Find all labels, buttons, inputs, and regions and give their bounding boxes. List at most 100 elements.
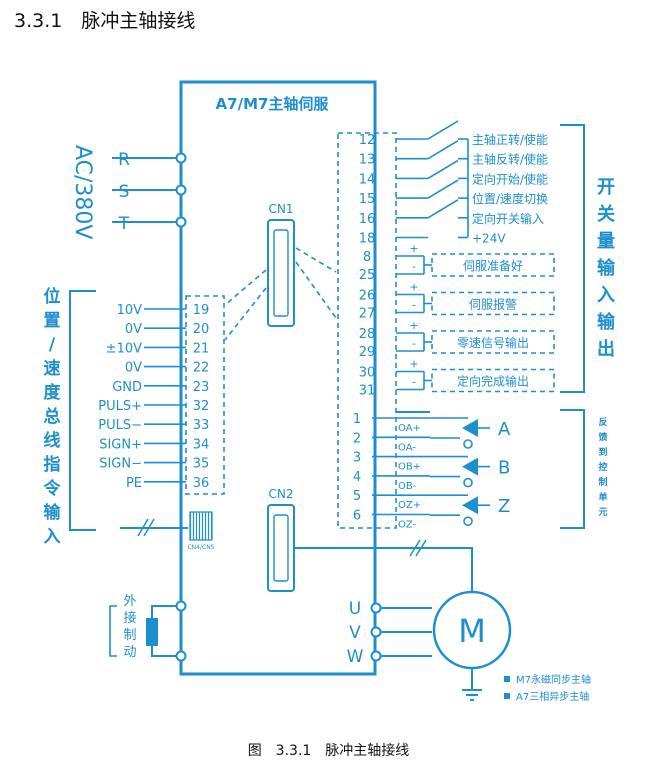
switch-input-label: 主轴反转/使能 <box>472 152 548 167</box>
feedback-pin-number: 5 <box>353 489 361 504</box>
power-terminal-r: R <box>118 150 130 170</box>
analog-pin-number: 35 <box>193 457 210 472</box>
legend-m7-text: M7永磁同步主轴 <box>516 673 591 686</box>
analog-group-label: 指 <box>44 454 61 475</box>
drive-title: A7/M7主轴伺服 <box>216 95 330 113</box>
analog-pin-number: 36 <box>193 476 210 491</box>
analog-group-label: 线 <box>44 430 61 451</box>
feedback-terminal-circle <box>463 477 473 488</box>
analog-group-label: 度 <box>44 382 62 403</box>
switch-input-label: 定向开始/使能 <box>472 171 548 186</box>
feedback-channel-a: A <box>498 419 511 440</box>
switch-contact <box>427 199 459 219</box>
output-minus-sign: - <box>412 260 416 273</box>
feedback-pin-number: 4 <box>353 470 361 485</box>
analog-signal-name: PULS− <box>98 418 142 433</box>
switch-input-label: 位置/速度切换 <box>472 191 548 206</box>
output-plus-sign: + <box>409 242 418 255</box>
analog-pin-number: 22 <box>193 361 210 376</box>
legend-a7-text: A7三相异步主轴 <box>516 690 589 703</box>
analog-signal-name: SIGN− <box>99 457 142 472</box>
cn2-connector <box>267 504 295 592</box>
line-driver-triangle <box>462 419 478 437</box>
feedback-signal-label: OZ+ <box>398 500 421 511</box>
motor-letter: M <box>458 612 486 650</box>
analog-pin-number: 23 <box>193 380 210 395</box>
feedback-pin-number: 2 <box>353 431 361 446</box>
analog-group-label: 位 <box>44 286 61 307</box>
io-terminal-block <box>337 132 397 529</box>
feedback-signal-label: OB+ <box>398 462 421 473</box>
io-group-label: 输 <box>597 311 616 333</box>
analog-group-label: 置 <box>44 311 61 331</box>
analog-pin-number: 32 <box>193 399 210 414</box>
switch-input-label: +24V <box>472 232 506 246</box>
switch-pin-number: 18 <box>359 232 376 247</box>
feedback-group-label: 元 <box>598 507 607 518</box>
analog-group-label: 输 <box>44 502 62 523</box>
output-pin-number: 26 <box>359 289 376 304</box>
analog-signal-name: GND <box>112 380 142 395</box>
cn4-cn5-connector <box>189 511 213 541</box>
feedback-signal-label: OA+ <box>398 423 421 434</box>
feedback-channel-b: B <box>498 458 510 479</box>
analog-signal-name: 0V <box>125 361 142 376</box>
output-signal-label: 伺服准备好 <box>463 259 523 273</box>
brake-label: 外 <box>123 594 136 609</box>
analog-group-label: / <box>49 335 56 355</box>
analog-pin-number: 34 <box>193 437 210 452</box>
analog-pin-number: 20 <box>193 322 210 337</box>
output-pin-number: 29 <box>359 345 376 360</box>
switch-pin-number: 14 <box>359 172 376 187</box>
output-pin-number: 25 <box>359 268 376 283</box>
power-terminal-t: T <box>118 214 130 234</box>
cn1-label: CN1 <box>269 202 294 216</box>
analog-signal-name: SIGN+ <box>99 437 142 452</box>
brake-resistor <box>146 618 158 646</box>
motor-terminal-w: W <box>347 647 364 667</box>
feedback-group-label: 反 <box>598 416 607 428</box>
output-pin-number: 30 <box>359 366 376 381</box>
power-terminal-s: S <box>119 182 130 202</box>
feedback-signal-label: OZ- <box>398 520 417 531</box>
feedback-group-label: 馈 <box>598 431 607 443</box>
feedback-group-label: 控 <box>598 461 607 473</box>
analog-pin-number: 19 <box>193 303 210 318</box>
output-plus-sign: + <box>409 358 418 371</box>
section-heading: 3.3.1 脉冲主轴接线 <box>14 10 196 32</box>
feedback-signal-label: OA- <box>398 442 416 453</box>
output-pin-number: 8 <box>363 250 371 265</box>
servo-drive-box <box>179 80 377 676</box>
cn4-cn5-label: CN4/CN5 <box>187 544 214 551</box>
analog-signal-name: PE <box>126 476 142 491</box>
feedback-terminal-circle <box>463 439 473 449</box>
legend-marker-a7 <box>504 693 510 699</box>
feedback-group-label: 制 <box>598 476 607 488</box>
figure-caption: 图 3.3.1 脉冲主轴接线 <box>247 743 410 759</box>
switch-pin-number: 13 <box>359 153 376 168</box>
analog-pin-number: 21 <box>193 341 210 356</box>
switch-contact <box>427 120 459 140</box>
feedback-pin-number: 6 <box>353 509 361 524</box>
output-pin-number: 28 <box>359 327 376 342</box>
io-group-label: 量 <box>597 230 615 252</box>
feedback-group-label: 到 <box>598 446 607 458</box>
switch-pin-number: 12 <box>359 133 376 148</box>
line-driver-triangle <box>462 496 478 515</box>
analog-group-label: 入 <box>44 527 61 547</box>
brake-label: 制 <box>123 628 136 643</box>
analog-pin-number: 33 <box>193 418 210 433</box>
line-driver-triangle <box>462 457 478 476</box>
brake-label: 接 <box>123 610 136 626</box>
switch-pin-number: 16 <box>359 212 376 227</box>
analog-group-label: 速 <box>44 358 61 379</box>
io-group-label: 开 <box>597 177 615 198</box>
switch-input-label: 主轴正转/使能 <box>472 132 548 147</box>
feedback-pin-number: 3 <box>353 451 361 466</box>
output-pin-number: 27 <box>359 307 376 322</box>
switch-pin-number: 15 <box>359 192 376 207</box>
legend-marker-m7 <box>504 676 510 682</box>
switch-contact <box>427 159 459 180</box>
output-signal-label: 伺服报警 <box>469 297 517 312</box>
